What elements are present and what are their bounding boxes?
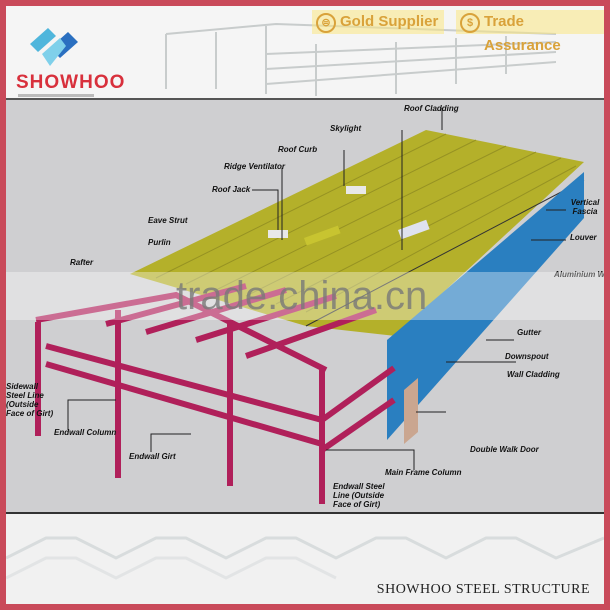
label-skylight: Skylight: [330, 124, 362, 133]
label-roof-cladding: Roof Cladding: [404, 104, 459, 113]
gold-supplier-icon: ⊜: [316, 13, 336, 33]
label-downspout: Downspout: [505, 352, 549, 361]
trade-assurance-icon: $: [460, 13, 480, 33]
divider: [18, 94, 94, 97]
building-diagram: Roof Cladding Skylight Roof Curb Ridge V…: [6, 98, 604, 514]
label-sidewall-steel-line: Sidewall Steel Line (Outside Face of Gir…: [6, 382, 54, 418]
label-rafter: Rafter: [70, 258, 94, 267]
roof-curb: [346, 186, 366, 194]
label-louver: Louver: [570, 233, 597, 242]
label-eave-strut: Eave Strut: [148, 216, 188, 225]
label-wall-cladding: Wall Cladding: [507, 370, 560, 379]
watermark-band: trade.china.cn: [6, 272, 604, 320]
watermark-text: trade.china.cn: [176, 274, 428, 318]
skylight: [398, 219, 430, 240]
endwall-frame: [35, 283, 396, 504]
building-drawing: [35, 108, 585, 504]
trade-assurance-badge: $ Trade Assurance: [456, 10, 604, 54]
label-vertical-fascia: Vertical Fascia: [570, 198, 600, 216]
label-roof-jack: Roof Jack: [212, 185, 251, 194]
label-double-walk-door: Double Walk Door: [470, 445, 539, 454]
label-purlin: Purlin: [148, 238, 171, 247]
footer-caption: SHOWHOO STEEL STRUCTURE: [376, 582, 590, 597]
brand-name: SHOWHOO: [16, 72, 126, 93]
product-image: SHOWHOO ⊜ Gold Supplier $ Trade Assuranc…: [6, 6, 604, 604]
double-walk-door: [404, 378, 418, 444]
label-endwall-girt: Endwall Girt: [129, 452, 176, 461]
roof-jack: [268, 230, 288, 238]
gold-supplier-badge: ⊜ Gold Supplier: [312, 10, 445, 34]
label-aluminium-window: Aluminium Window: [554, 270, 604, 279]
label-ridge-ventilator: Ridge Ventilator: [224, 162, 286, 171]
footer: SHOWHOO STEEL STRUCTURE: [6, 514, 604, 604]
header: SHOWHOO ⊜ Gold Supplier $ Trade Assuranc…: [6, 6, 604, 98]
label-endwall-column: Endwall Column: [54, 428, 117, 437]
ridge-ventilator: [304, 225, 341, 246]
label-gutter: Gutter: [517, 328, 541, 337]
label-endwall-steel-line: Endwall Steel Line (Outside Face of Girt…: [333, 482, 385, 509]
steel-frame-illustration: [165, 22, 556, 96]
wall-cladding: [387, 172, 584, 440]
label-main-frame-column: Main Frame Column: [385, 468, 462, 477]
corrugated-sheet: [6, 536, 604, 580]
showhoo-logo: [30, 28, 78, 66]
label-roof-curb: Roof Curb: [278, 145, 318, 154]
